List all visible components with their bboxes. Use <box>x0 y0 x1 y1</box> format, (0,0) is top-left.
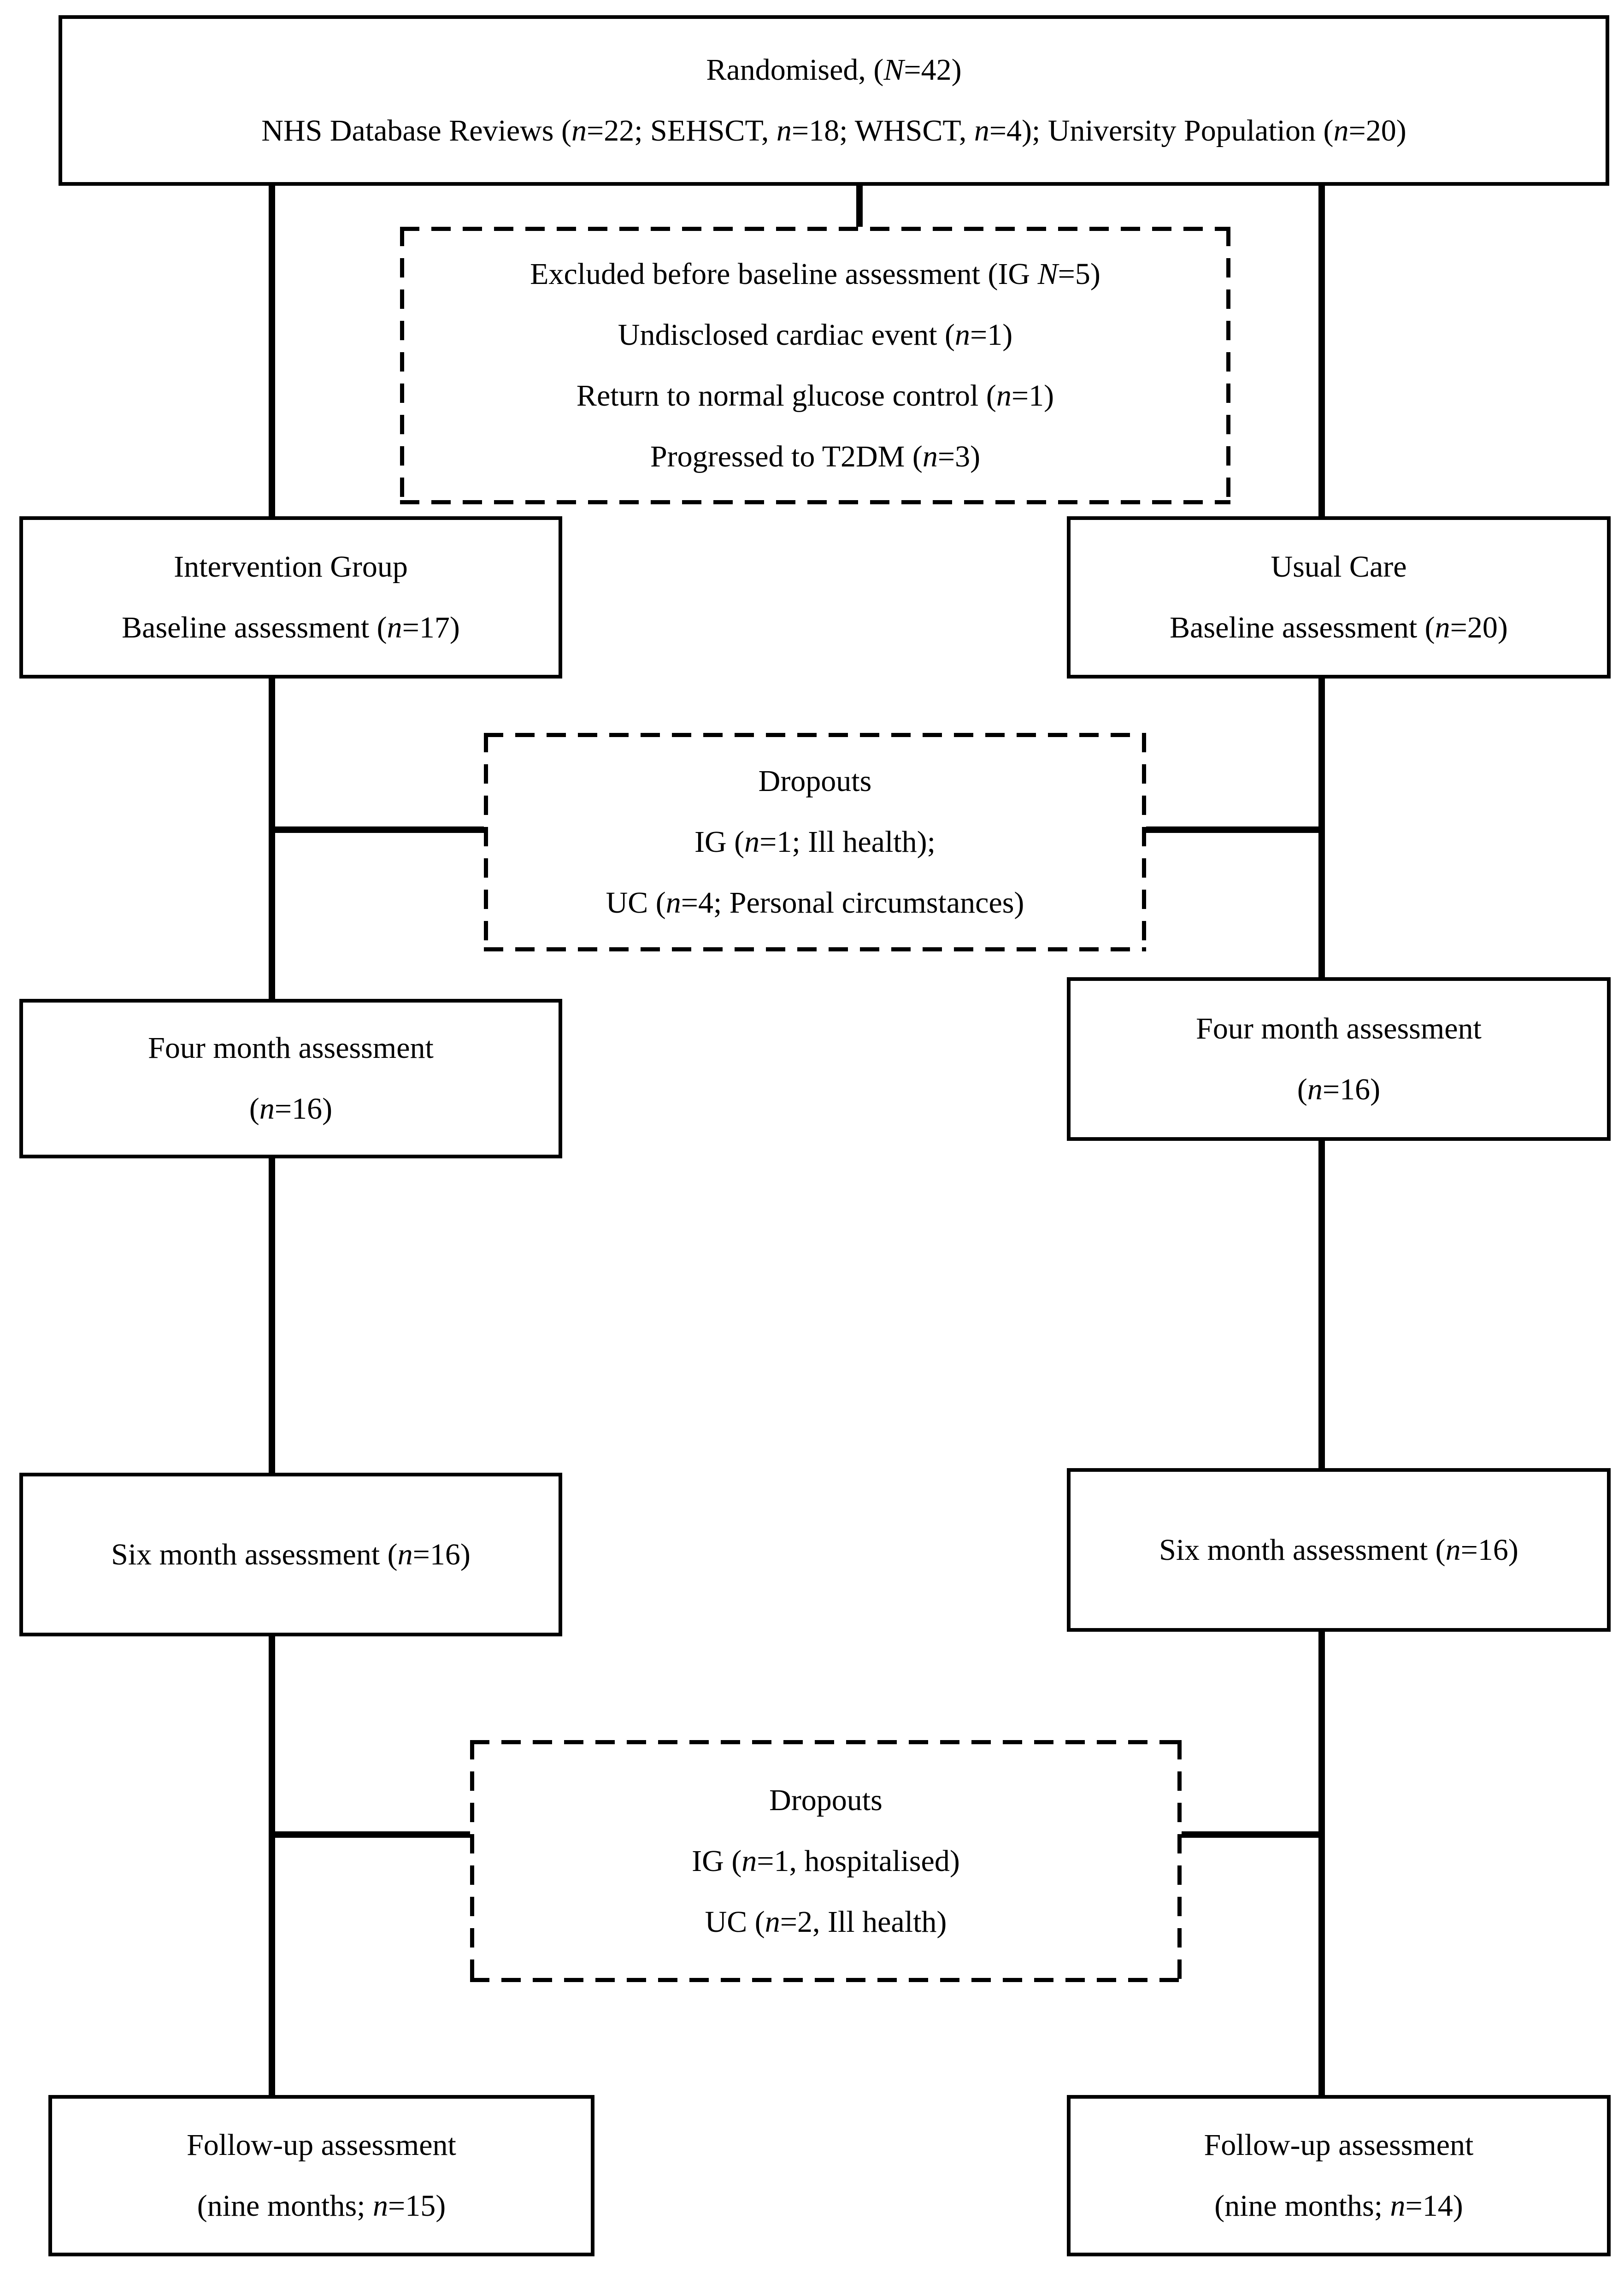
text-line: NHS Database Reviews (n=22; SEHSCT, n=18… <box>261 114 1406 148</box>
text-line: UC (n=2, Ill health) <box>705 1905 947 1939</box>
text-line: Dropouts <box>769 1783 883 1817</box>
connector-randomised-to-excluded <box>856 186 863 229</box>
text-line: Six month assessment (n=16) <box>111 1537 471 1571</box>
text-line: Progressed to T2DM (n=3) <box>650 440 981 473</box>
four-month-assessment-ig-box: Four month assessment (n=16) <box>19 999 562 1158</box>
text-line: (n=16) <box>1297 1072 1381 1106</box>
randomised-box: Randomised, (N=42) NHS Database Reviews (… <box>59 15 1609 186</box>
text-line: Dropouts <box>758 764 872 798</box>
connector-dropouts2-right <box>1176 1831 1325 1838</box>
text-line: Excluded before baseline assessment (IG … <box>530 257 1100 291</box>
six-month-assessment-uc-box: Six month assessment (n=16) <box>1067 1468 1611 1632</box>
text-line: (nine months; n=14) <box>1214 2189 1463 2223</box>
six-month-assessment-ig-box: Six month assessment (n=16) <box>19 1473 562 1636</box>
text-line: IG (n=1; Ill health); <box>694 825 936 859</box>
text-line: (nine months; n=15) <box>197 2189 446 2223</box>
text-line: Randomised, (N=42) <box>706 53 962 87</box>
dropouts-followup-box: Dropouts IG (n=1, hospitalised) UC (n=2, I… <box>470 1740 1182 1982</box>
followup-assessment-uc-box: Follow-up assessment (nine months; n=14) <box>1067 2095 1611 2256</box>
text-line: Undisclosed cardiac event (n=1) <box>618 318 1013 352</box>
connector-randomised-to-intervention <box>269 186 275 516</box>
text-line: UC (n=4; Personal circumstances) <box>606 886 1024 920</box>
connector-intervention-to-fourmonth <box>269 679 275 999</box>
text-line: Usual Care <box>1271 550 1407 584</box>
text-line: Baseline assessment (n=20) <box>1170 611 1508 644</box>
connector-randomised-to-usualcare <box>1318 186 1325 516</box>
excluded-before-baseline-box: Excluded before baseline assessment (IG … <box>400 227 1230 504</box>
connector-sixmonth-to-followup-right <box>1318 1632 1325 2095</box>
dropouts-baseline-box: Dropouts IG (n=1; Ill health); UC (n=4; Pe… <box>484 733 1146 951</box>
text-line: Return to normal glucose control (n=1) <box>576 379 1054 413</box>
text-line: Six month assessment (n=16) <box>1159 1533 1518 1567</box>
connector-fourmonth-to-sixmonth-right <box>1318 1141 1325 1468</box>
text-line: Intervention Group <box>174 550 408 584</box>
text-line: IG (n=1, hospitalised) <box>692 1844 960 1878</box>
connector-dropouts2-left <box>269 1831 477 1838</box>
connector-sixmonth-to-followup-left <box>269 1636 275 2095</box>
text-line: Four month assessment <box>1196 1011 1482 1045</box>
four-month-assessment-uc-box: Four month assessment (n=16) <box>1067 977 1611 1141</box>
connector-fourmonth-to-sixmonth-left <box>269 1158 275 1473</box>
connector-dropouts1-right <box>1142 826 1325 833</box>
text-line: Baseline assessment (n=17) <box>122 611 460 644</box>
followup-assessment-ig-box: Follow-up assessment (nine months; n=15) <box>48 2095 594 2256</box>
text-line: (n=16) <box>249 1092 333 1126</box>
connector-dropouts1-left <box>269 826 490 833</box>
text-line: Follow-up assessment <box>1204 2128 1474 2162</box>
text-line: Four month assessment <box>148 1031 434 1065</box>
text-line: Follow-up assessment <box>187 2128 456 2162</box>
